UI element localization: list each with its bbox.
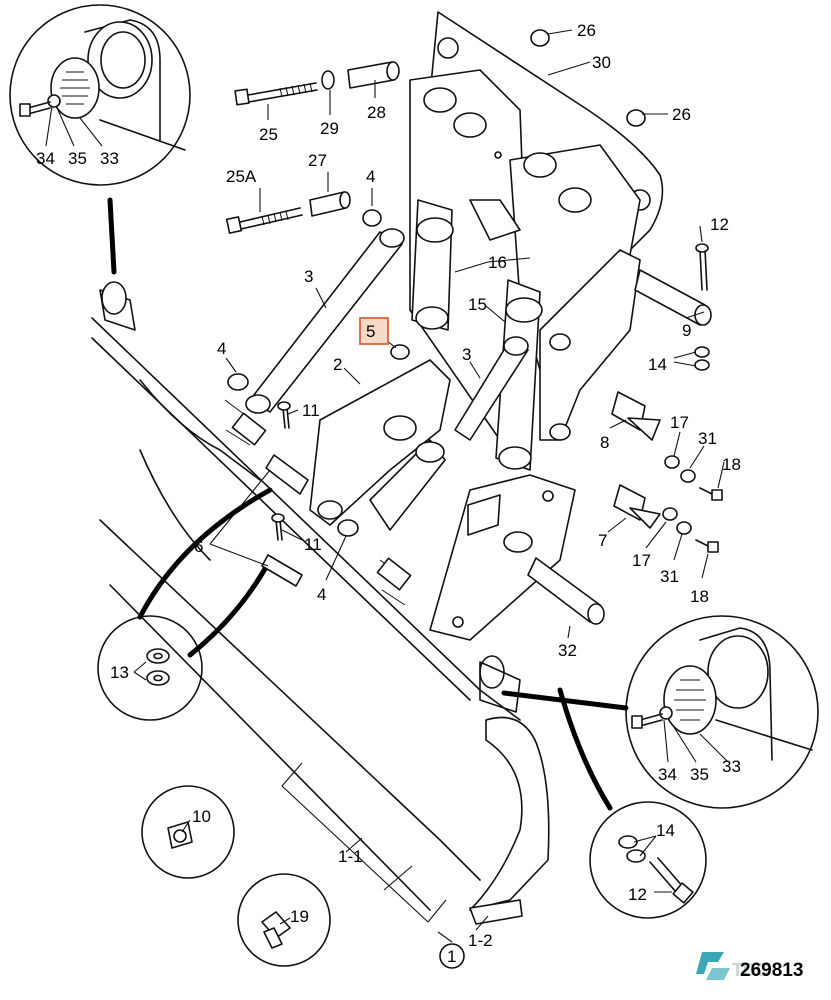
callout-26-top[interactable]: 26: [577, 21, 596, 40]
detail-circle-right: [625, 615, 819, 809]
spacer-27: [309, 191, 351, 217]
callout-14-top[interactable]: 14: [648, 355, 667, 374]
detail-circle-top-left: [9, 4, 191, 186]
detail-circle-nuts-13: [97, 615, 203, 721]
callout-10[interactable]: 10: [192, 807, 211, 826]
pin-12: [695, 243, 709, 291]
nut-26-right: [626, 109, 646, 127]
callout-31-top[interactable]: 31: [698, 429, 717, 448]
callout-12-bottom[interactable]: 12: [628, 885, 647, 904]
callout-25a[interactable]: 25A: [226, 167, 257, 186]
pin-32: [527, 557, 605, 625]
callout-7[interactable]: 7: [598, 531, 607, 550]
callout-13[interactable]: 13: [110, 663, 129, 682]
detail-circle-fitting-19: [237, 873, 331, 967]
callout-14-bottom[interactable]: 14: [656, 821, 675, 840]
callout-3-right[interactable]: 3: [462, 345, 471, 364]
callout-35-right[interactable]: 35: [690, 765, 709, 784]
detail-pointer-13b: [187, 557, 273, 658]
bushing-4-left: [227, 373, 249, 391]
callout-30[interactable]: 30: [592, 53, 611, 72]
detail-pointer-top-left: [107, 197, 117, 275]
callout-18-bottom[interactable]: 18: [690, 587, 709, 606]
push-arms-3: [245, 228, 529, 441]
reference-number: 269813: [740, 960, 803, 981]
washers-nuts-17-31-18-bottom: [662, 507, 719, 553]
washer-29: [321, 70, 335, 90]
callout-33-right[interactable]: 33: [722, 757, 741, 776]
callout-18-top[interactable]: 18: [722, 455, 741, 474]
dozer-blade: [91, 281, 550, 925]
pin-8: [611, 391, 661, 441]
spacer-28: [347, 61, 400, 89]
pins-6: [261, 454, 309, 587]
callout-5-highlight: [359, 317, 389, 345]
callout-9[interactable]: 9: [682, 321, 691, 340]
right-bracket: [539, 249, 641, 441]
callout-28[interactable]: 28: [367, 103, 386, 122]
bolt-25a: [225, 207, 303, 234]
nut-26-top: [530, 29, 550, 47]
callout-5[interactable]: 5: [366, 322, 375, 341]
callout-11-bottom[interactable]: 11: [304, 535, 322, 554]
washers-nuts-17-31-18-top: [664, 455, 723, 501]
pin-9: [634, 269, 712, 326]
callout-11-top[interactable]: 11: [302, 401, 320, 420]
leader-lines: [45, 29, 729, 943]
callout-1-1[interactable]: 1-1: [338, 847, 363, 866]
callout-1-circle: [439, 943, 465, 969]
callout-4-top[interactable]: 4: [366, 167, 375, 186]
callout-32[interactable]: 32: [558, 641, 577, 660]
bolt-25: [234, 82, 318, 106]
callout-3-left[interactable]: 3: [304, 267, 313, 286]
callout-15[interactable]: 15: [468, 295, 487, 314]
nuts-14: [694, 346, 710, 371]
bushing-5: [390, 344, 410, 360]
callout-16[interactable]: 16: [488, 253, 507, 272]
logo: TDC: [696, 952, 769, 980]
detail-circle-fitting-10: [141, 785, 235, 879]
bushing-4-bottom: [337, 519, 359, 537]
callout-26-right[interactable]: 26: [672, 105, 691, 124]
callout-2[interactable]: 2: [333, 355, 342, 374]
logo-mark-icon: [696, 952, 724, 974]
callout-31-bottom[interactable]: 31: [660, 567, 679, 586]
callout-17-bottom[interactable]: 17: [632, 551, 651, 570]
callout-12-top[interactable]: 12: [710, 215, 729, 234]
callout-25[interactable]: 25: [259, 125, 278, 144]
callout-27[interactable]: 27: [308, 151, 327, 170]
detail-circle-bolt-12: [589, 801, 707, 919]
bolts-11: [271, 401, 291, 541]
callout-6[interactable]: 6: [194, 537, 203, 556]
pin-7: [613, 484, 661, 529]
detail-pointer-12: [557, 687, 613, 811]
callout-4-left[interactable]: 4: [217, 339, 226, 358]
detail-pointer-13a: [137, 487, 273, 620]
callout-33-top[interactable]: 33: [100, 149, 119, 168]
callout-34-top[interactable]: 34: [36, 149, 55, 168]
callout-19[interactable]: 19: [290, 907, 309, 926]
callout-4-bottom[interactable]: 4: [317, 585, 326, 604]
callout-17-top[interactable]: 17: [670, 413, 689, 432]
center-plate-2: [309, 359, 576, 641]
callout-1-2[interactable]: 1-2: [468, 931, 493, 950]
callout-8[interactable]: 8: [600, 433, 609, 452]
hydraulic-cylinders-16: [411, 199, 543, 471]
callout-29[interactable]: 29: [320, 119, 339, 138]
callout-1[interactable]: 1: [447, 947, 456, 966]
callout-34-right[interactable]: 34: [658, 765, 677, 784]
bushing-4-top: [362, 209, 382, 227]
callout-labels: 26 30 26 25 29 28 25A 27 4 12 3 16 15 5 …: [36, 21, 741, 969]
callout-35-top[interactable]: 35: [68, 149, 87, 168]
logo-text: TDC: [732, 960, 769, 980]
